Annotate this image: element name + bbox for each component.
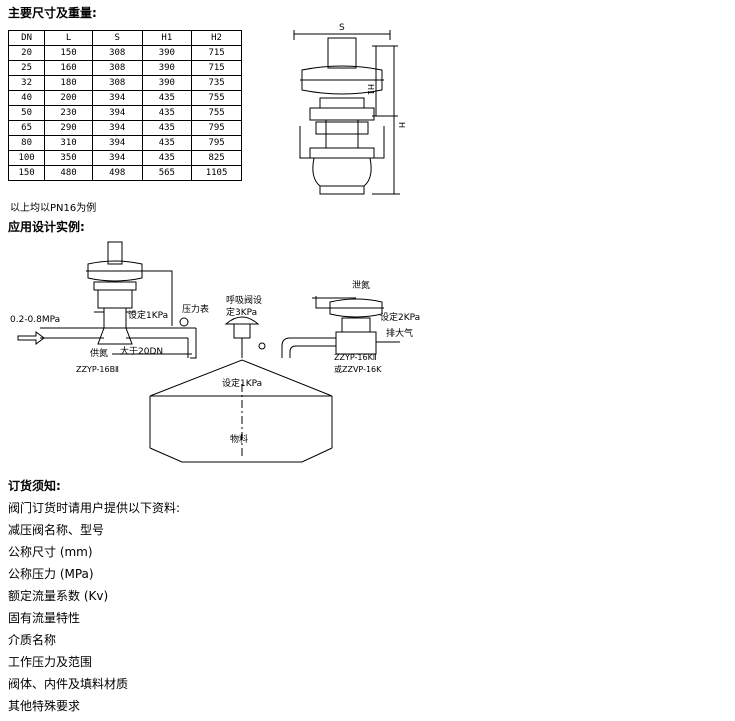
supply-gas-label: 供氮 <box>90 347 108 359</box>
table-cell: 180 <box>44 75 93 91</box>
model-right2-label: 或ZZVP-16K <box>334 364 382 374</box>
label-h1: H1 <box>366 84 375 95</box>
application-heading: 应用设计实例: <box>8 220 85 234</box>
column-header: DN <box>7 30 46 46</box>
table-cell: 435 <box>141 90 193 106</box>
table-cell: 230 <box>44 105 93 121</box>
table-cell: 435 <box>141 135 193 151</box>
table-cell: 480 <box>44 165 93 181</box>
table-cell: 290 <box>44 120 93 136</box>
ordering-item: 公称压力 (MPa) <box>8 567 94 581</box>
table-cell: 308 <box>91 60 143 76</box>
table-cell: 394 <box>91 120 143 136</box>
table-cell: 20 <box>7 45 46 61</box>
dimensions-note: 以上均以PN16为例 <box>10 203 97 214</box>
table-cell: 825 <box>191 150 242 166</box>
table-cell: 32 <box>7 75 46 91</box>
ordering-item: 介质名称 <box>8 633 57 647</box>
exhaust-label: 排大气 <box>386 327 413 339</box>
table-cell: 1105 <box>191 165 242 181</box>
table-cell: 715 <box>191 60 242 76</box>
column-header: H2 <box>191 30 242 46</box>
inlet-pressure-label: 0.2-0.8MPa <box>10 315 60 325</box>
vent-gas-label: 泄氮 <box>352 279 370 291</box>
table-cell: 435 <box>141 120 193 136</box>
table-cell: 40 <box>7 90 46 106</box>
table-cell: 795 <box>191 135 242 151</box>
label-s: S <box>339 23 345 33</box>
column-header: S <box>91 30 143 46</box>
valve-dimension-drawing: S H1 H <box>293 23 406 195</box>
table-cell: 65 <box>7 120 46 136</box>
table-cell: 498 <box>91 165 143 181</box>
table-cell: 394 <box>91 150 143 166</box>
material-label: 物料 <box>230 433 248 445</box>
table-cell: 715 <box>191 45 242 61</box>
table-cell: 394 <box>91 105 143 121</box>
table-cell: 310 <box>44 135 93 151</box>
table-cell: 390 <box>141 60 193 76</box>
label-h: H <box>397 122 406 128</box>
table-cell: 394 <box>91 135 143 151</box>
table-cell: 390 <box>141 45 193 61</box>
table-cell: 755 <box>191 105 242 121</box>
model-left-label: ZZYP-16BⅡ <box>76 365 119 374</box>
dimensions-heading: 主要尺寸及重量: <box>8 6 97 20</box>
table-cell: 200 <box>44 90 93 106</box>
table-cell: 565 <box>141 165 193 181</box>
pressure-gauge-label: 压力表 <box>182 303 209 315</box>
greater-than-label: 大于20DN <box>120 345 163 357</box>
ordering-item: 固有流量特性 <box>8 611 81 625</box>
table-cell: 350 <box>44 150 93 166</box>
table-cell: 390 <box>141 75 193 91</box>
application-diagram: 0.2-0.8MPa 供氮 设定1KPa 压力表 大于20DN ZZYP-16B… <box>10 241 420 463</box>
ordering-item: 减压阀名称、型号 <box>8 523 105 537</box>
table-cell: 160 <box>44 60 93 76</box>
table-cell: 50 <box>7 105 46 121</box>
table-cell: 735 <box>191 75 242 91</box>
ordering-item: 公称尺寸 (mm) <box>8 545 93 559</box>
breather-set2-label: 定3KPa <box>226 306 257 318</box>
ordering-heading: 订货须知: <box>8 479 61 493</box>
tank-set-label: 设定1KPa <box>222 377 262 389</box>
table-cell: 150 <box>44 45 93 61</box>
ordering-item: 工作压力及范围 <box>8 655 93 669</box>
table-cell: 25 <box>7 60 46 76</box>
table-cell: 308 <box>91 75 143 91</box>
column-header: L <box>44 30 93 46</box>
table-cell: 755 <box>191 90 242 106</box>
table-cell: 435 <box>141 105 193 121</box>
ordering-item: 额定流量系数 (Kv) <box>8 589 109 603</box>
table-cell: 435 <box>141 150 193 166</box>
ordering-item: 其他特殊要求 <box>8 699 81 713</box>
set-2kpa-label: 设定2KPa <box>380 311 420 323</box>
table-cell: 80 <box>7 135 46 151</box>
table-cell: 394 <box>91 90 143 106</box>
set-1kpa-left-label: 设定1KPa <box>128 309 168 321</box>
table-cell: 100 <box>7 150 46 166</box>
breather-set-label: 呼吸阀设 <box>226 295 262 306</box>
table-cell: 795 <box>191 120 242 136</box>
table-header-row: DN L S H1 H2 <box>7 30 242 46</box>
column-header: H1 <box>141 30 193 46</box>
table-cell: 308 <box>91 45 143 61</box>
ordering-item: 阀体、内件及填料材质 <box>8 677 129 691</box>
table-cell: 150 <box>7 165 46 181</box>
model-right1-label: ZZYP-16KⅡ <box>334 353 377 362</box>
ordering-item: 阀门订货时请用户提供以下资料: <box>8 501 181 515</box>
